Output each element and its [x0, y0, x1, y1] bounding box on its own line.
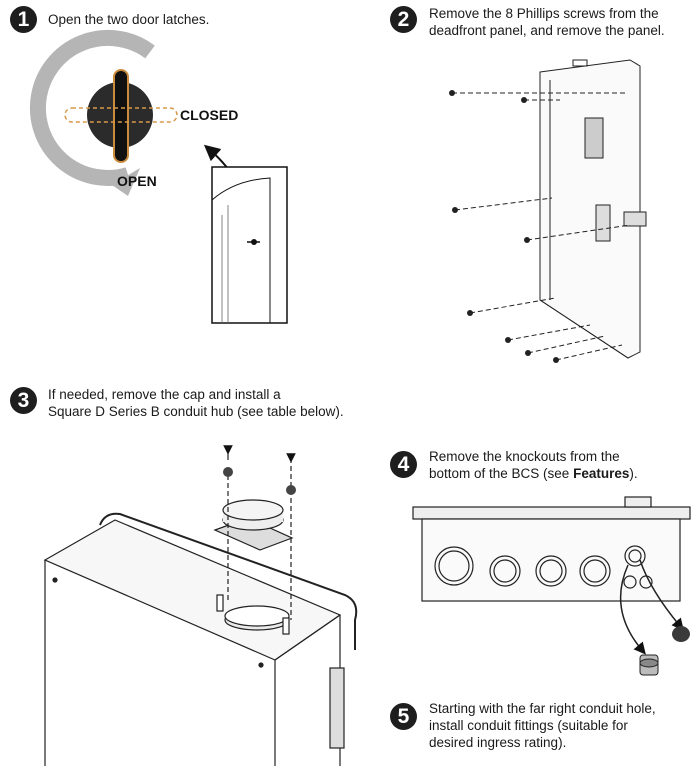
conduit-fitting: [639, 654, 659, 676]
door-latch-detail: [203, 144, 288, 324]
step-4-text-post: ).: [629, 466, 638, 481]
closed-label: CLOSED: [180, 107, 238, 123]
latch-rotation-diagram: [29, 30, 178, 196]
removed-knockout-plug: [672, 626, 690, 642]
knockouts-diagram: [412, 496, 691, 655]
step-4-text-pre: bottom of the BCS (see: [429, 466, 574, 481]
step-2-number-badge: 2: [390, 6, 417, 33]
step-5-text-line-1: Starting with the far right conduit hole…: [429, 701, 656, 716]
step-2-text-line-1: Remove the 8 Phillips screws from the: [429, 6, 659, 21]
step-4-text-line-1: Remove the knockouts from the: [429, 449, 620, 464]
hub-nuts: [223, 467, 296, 495]
step-3-text-line-2: Square D Series B conduit hub (see table…: [48, 404, 344, 419]
step-5-text-line-3: desired ingress rating).: [429, 735, 567, 750]
step-3-text-line-1: If needed, remove the cap and install a: [48, 387, 281, 402]
step-5-text-line-2: install conduit fittings (suitable for: [429, 718, 628, 733]
step-1-text: Open the two door latches.: [48, 12, 210, 27]
step-5-number-badge: 5: [390, 703, 417, 730]
step-2-text-line-2: deadfront panel, and remove the panel.: [429, 23, 665, 38]
open-label: OPEN: [117, 173, 157, 189]
step-4-text-line-2: bottom of the BCS (see Features).: [429, 465, 638, 482]
step-4-number-badge: 4: [390, 451, 417, 478]
conduit-hub-diagram: [43, 445, 358, 766]
step-3-number-badge: 3: [10, 387, 37, 414]
phillips-screws: [449, 90, 559, 363]
step-1-number-badge: 1: [10, 6, 37, 33]
features-reference: Features: [573, 466, 630, 481]
enclosure-deadfront-diagram: [452, 59, 647, 361]
